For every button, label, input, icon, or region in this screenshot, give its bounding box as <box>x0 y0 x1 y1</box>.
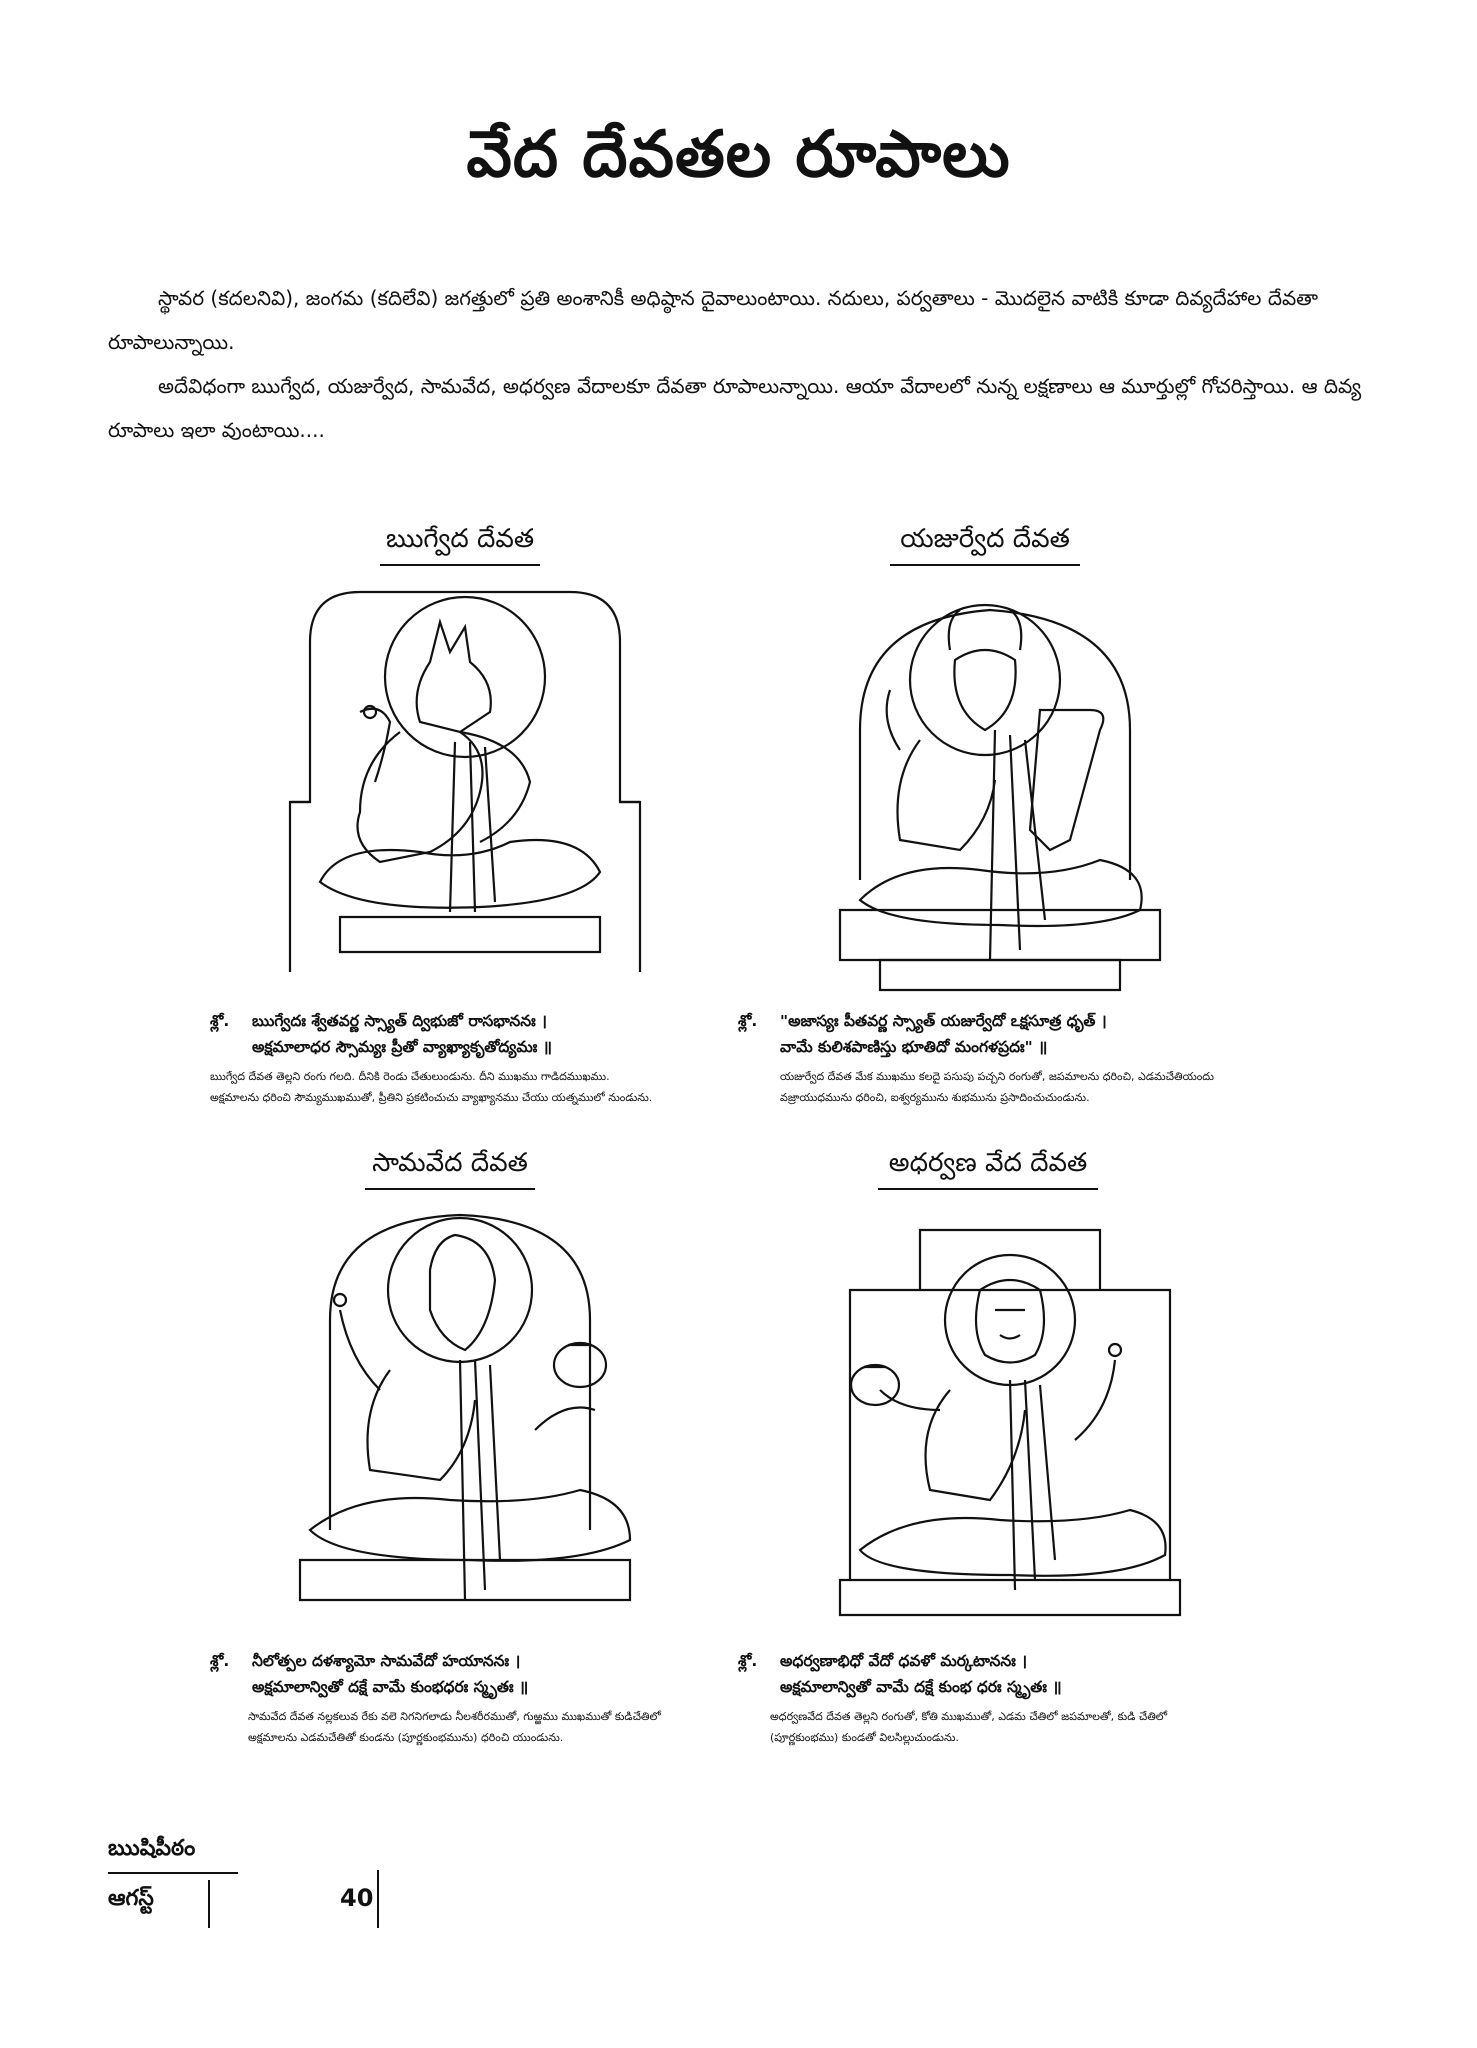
intro-text: స్థావర (కదలనివి), జంగమ (కదిలేవి) జగత్తుల… <box>108 276 1378 452</box>
yajurveda-meaning: యజుర్వేద దేవత మేక ముఖము కలదై పసుపు పచ్చన… <box>780 1070 1214 1104</box>
intro-paragraph-2: అదేవిధంగా ఋగ్వేద, యజుర్వేద, సామవేద, అధర్… <box>108 374 1362 442</box>
monkey-headed-deity-icon <box>820 1210 1200 1630</box>
atharvaveda-title: అధర్వణ వేద దేవత <box>878 1148 1098 1190</box>
yajurveda-title: యజుర్వేద దేవత <box>890 524 1080 566</box>
issue-month: ఆగస్ట్ <box>108 1886 154 1911</box>
samaveda-meaning: సామవేద దేవత నల్లకలువ రేకు వలె నిగనిగలాడు… <box>248 1710 661 1744</box>
footer-separator-right <box>377 1870 379 1928</box>
intro-paragraph-1: స్థావర (కదలనివి), జంగమ (కదిలేవి) జగత్తుల… <box>108 286 1319 354</box>
rigveda-shloka: శ్లో.ఋగ్వేదః శ్వేతవర్ణ స్స్యాత్ ద్విభుజో… <box>210 1012 553 1056</box>
yajurveda-shloka: శ్లో."అజాస్యః పీతవర్ణ స్స్యాత్ యజుర్వేదో… <box>738 1012 1107 1056</box>
horse-headed-deity-icon <box>280 1200 660 1620</box>
page-title: వేద దేవతల రూపాలు <box>466 118 1011 192</box>
samaveda-title: సామవేద దేవత <box>365 1148 535 1190</box>
magazine-name: ఋషిపీఠం <box>108 1836 196 1861</box>
page-number: 40 <box>340 1884 374 1912</box>
footer-separator-left <box>208 1880 210 1928</box>
footer-divider <box>108 1872 238 1874</box>
rigveda-meaning: ఋగ్వేద దేవత తెల్లని రంగు గలది. దీనికి రె… <box>210 1070 653 1104</box>
atharvaveda-shloka: శ్లో.అధర్వణాభిధో వేదో ధవళో మర్కటాననః । అ… <box>738 1652 1062 1696</box>
samaveda-shloka: శ్లో.నీలోత్పల దళశ్యామో సామవేదో హయాననః । … <box>210 1652 529 1696</box>
rigveda-title: ఋగ్వేద దేవత <box>380 524 540 566</box>
donkey-headed-deity-icon <box>280 582 660 982</box>
atharvaveda-meaning: అధర్వణవేద దేవత తెల్లని రంగుతో, కోతి ముఖమ… <box>770 1710 1168 1744</box>
goat-headed-deity-icon <box>820 580 1180 1000</box>
